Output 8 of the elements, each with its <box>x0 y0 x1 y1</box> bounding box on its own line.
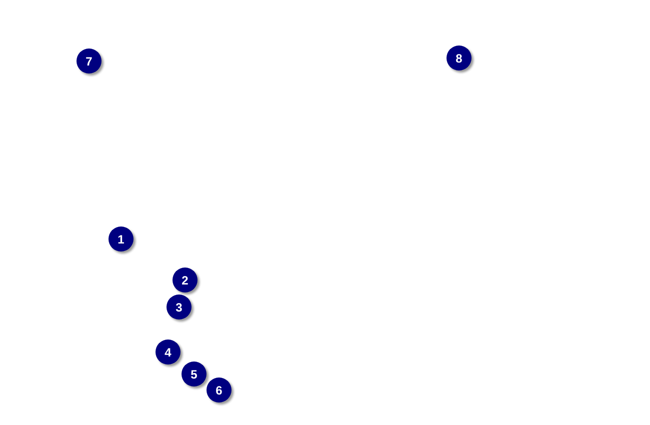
callout-number: 5 <box>182 362 206 386</box>
callout-number: 8 <box>446 46 472 70</box>
callout-number: 2 <box>172 268 198 292</box>
callout-number: 3 <box>166 294 192 320</box>
callout-number: 4 <box>156 340 180 364</box>
callout-number: 7 <box>76 48 102 74</box>
callout-number: 1 <box>108 226 134 252</box>
callout-number: 6 <box>206 378 232 402</box>
